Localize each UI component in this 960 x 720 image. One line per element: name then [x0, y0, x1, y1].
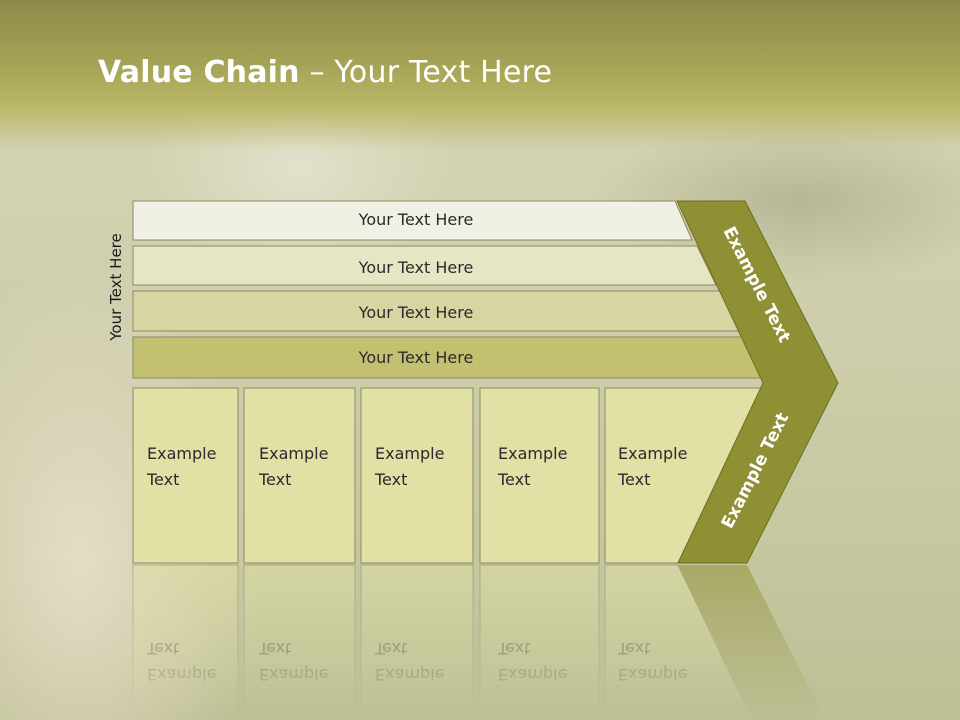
column-4: Example Text: [479, 387, 600, 564]
bar-1: Your Text Here: [132, 200, 693, 241]
reflection-chevron: [678, 565, 826, 720]
slide-title: Value Chain – Your Text Here: [98, 55, 552, 90]
column-1-line1: Example: [147, 444, 216, 463]
title-rest: – Your Text Here: [299, 55, 553, 90]
reflection-column-3: Example Text: [360, 564, 474, 720]
column-2-line1: Example: [259, 444, 328, 463]
reflection-column-2: Example Text: [243, 564, 356, 720]
column-1: Example Text: [132, 387, 239, 564]
column-5-line1: Example: [618, 444, 687, 463]
reflection-column-2-line1: Example: [259, 665, 328, 684]
column-3: Example Text: [360, 387, 474, 564]
reflection-column-4-line2: Text: [497, 639, 530, 658]
column-2: Example Text: [243, 387, 356, 564]
bar-4: Your Text Here: [132, 336, 766, 379]
reflection-column-1: Example Text: [132, 564, 239, 720]
bar-2: Your Text Here: [132, 245, 717, 286]
reflection-column-1-line1: Example: [147, 665, 216, 684]
reflection-column-3-line1: Example: [375, 665, 444, 684]
reflection-column-4-line1: Example: [498, 665, 567, 684]
reflection-column-1-line2: Text: [146, 639, 179, 658]
column-2-line2: Text: [258, 470, 291, 489]
reflection-column-5-line1: Example: [618, 665, 687, 684]
reflection-column-4: Example Text: [479, 564, 600, 720]
column-3-line2: Text: [374, 470, 407, 489]
bar-2-label: Your Text Here: [358, 258, 474, 277]
column-4-line2: Text: [497, 470, 530, 489]
column-4-line1: Example: [498, 444, 567, 463]
bar-4-label: Your Text Here: [358, 348, 474, 367]
column-5-line2: Text: [617, 470, 650, 489]
bar-3-label: Your Text Here: [358, 303, 474, 322]
title-band: [0, 0, 960, 150]
bar-3: Your Text Here: [132, 290, 741, 332]
title-bold: Value Chain: [98, 55, 300, 90]
column-3-line1: Example: [375, 444, 444, 463]
diagram-reflection: Example Text Example Text Example Text E…: [132, 564, 826, 720]
reflection-column-3-line2: Text: [374, 639, 407, 658]
bar-1-label: Your Text Here: [358, 210, 474, 229]
column-1-line2: Text: [146, 470, 179, 489]
reflection-column-2-line2: Text: [258, 639, 291, 658]
reflection-column-5-line2: Text: [617, 639, 650, 658]
